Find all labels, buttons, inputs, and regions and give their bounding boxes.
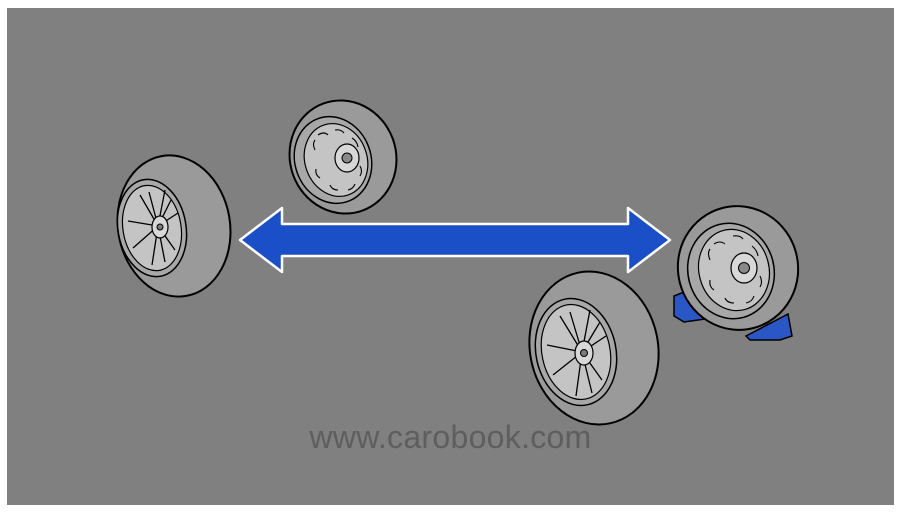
wheel-bottom <box>515 259 672 436</box>
watermark-text: www.carobook.com <box>0 419 901 456</box>
swap-arrow <box>240 208 670 272</box>
wheel-left <box>107 146 242 305</box>
wheel-top <box>274 85 413 228</box>
wheel-right <box>664 193 812 344</box>
